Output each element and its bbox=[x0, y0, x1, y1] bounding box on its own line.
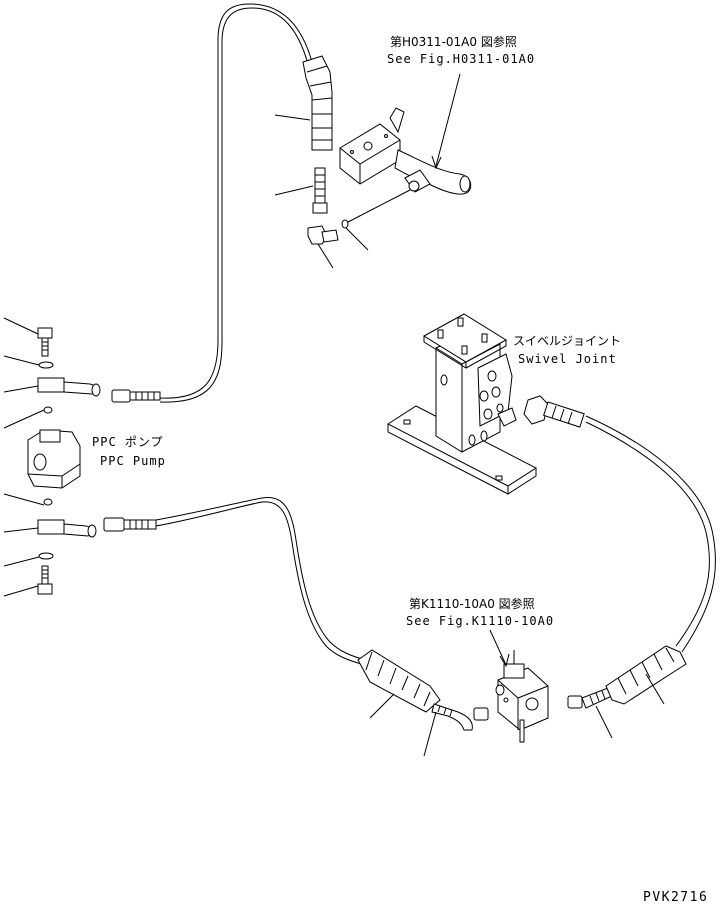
ref-top-jp-label: 第H0311-01A0 図参照 bbox=[390, 34, 517, 49]
drawing-code: PVK2716 bbox=[643, 890, 708, 905]
upper-hose-fitting bbox=[312, 167, 328, 214]
leader-fitting-top bbox=[274, 185, 314, 196]
upper-hose bbox=[159, 3, 313, 403]
leader-flange-bottom bbox=[3, 527, 39, 533]
lower-valve-block bbox=[495, 650, 549, 743]
lower-left-hose-protector bbox=[357, 649, 441, 713]
swivel-hose-fitting bbox=[523, 395, 585, 428]
leader-oring-pump-top bbox=[3, 409, 45, 429]
arrow-ref-bottom bbox=[499, 653, 510, 668]
pump-bolt-top bbox=[37, 327, 53, 357]
lower-right-hose-fitting bbox=[567, 687, 613, 709]
lower-right-hose-protector bbox=[605, 645, 687, 705]
lower-hose bbox=[155, 496, 366, 665]
leader-bolt-top bbox=[3, 317, 39, 335]
leader-fitting-lower-left bbox=[423, 711, 437, 757]
pump-oring-top bbox=[43, 406, 53, 414]
upper-oring bbox=[341, 219, 349, 229]
pump-flange-bottom bbox=[37, 519, 97, 538]
swivel-label-jp: スイベルジョイント bbox=[513, 334, 621, 348]
leader-bolt-bottom bbox=[3, 585, 39, 597]
pump-washer-top bbox=[38, 361, 54, 369]
upper-hose-protector bbox=[302, 55, 333, 151]
pump-washer-bottom bbox=[38, 552, 54, 560]
upper-oring-guide-line bbox=[347, 189, 411, 223]
upper-valve-block bbox=[339, 107, 472, 195]
leader-washer-top bbox=[3, 355, 40, 366]
right-hose bbox=[585, 415, 716, 653]
leader-elbow-top bbox=[317, 243, 334, 269]
ref-bottom-en-label: See Fig.K1110-10A0 bbox=[406, 614, 554, 628]
upper-elbow bbox=[307, 225, 339, 245]
ppc-pump bbox=[27, 429, 81, 489]
ref-bottom-jp-label: 第K1110-10A0 図参照 bbox=[409, 596, 535, 611]
pump-bolt-bottom bbox=[37, 565, 53, 595]
leader-protector-lower-left bbox=[369, 693, 395, 719]
leader-protector-lower-right bbox=[645, 673, 665, 705]
pump-label-jp: PPC ポンプ bbox=[92, 435, 164, 449]
leader-oring-pump-bottom bbox=[3, 493, 45, 506]
swivel-label-en: Swivel Joint bbox=[518, 352, 617, 366]
leader-ref-bottom bbox=[489, 629, 507, 666]
leader-flange-top bbox=[3, 385, 39, 393]
pump-upper-hose-fitting bbox=[111, 389, 161, 403]
pump-flange-top bbox=[37, 377, 101, 397]
leader-oring-top bbox=[345, 227, 369, 251]
swivel-joint bbox=[387, 313, 537, 495]
pump-label-en: PPC Pump bbox=[100, 454, 166, 468]
ref-top-en-label: See Fig.H0311-01A0 bbox=[387, 52, 535, 66]
leader-fitting-lower-right bbox=[595, 705, 613, 739]
pump-oring-bottom bbox=[43, 498, 53, 506]
leader-ref-top bbox=[435, 73, 461, 167]
lower-left-hose-fitting bbox=[431, 703, 489, 731]
arrow-ref-top bbox=[431, 155, 442, 170]
leader-washer-bottom bbox=[3, 556, 40, 567]
leader-protector-top bbox=[274, 114, 311, 121]
pump-lower-hose-fitting bbox=[103, 517, 157, 532]
